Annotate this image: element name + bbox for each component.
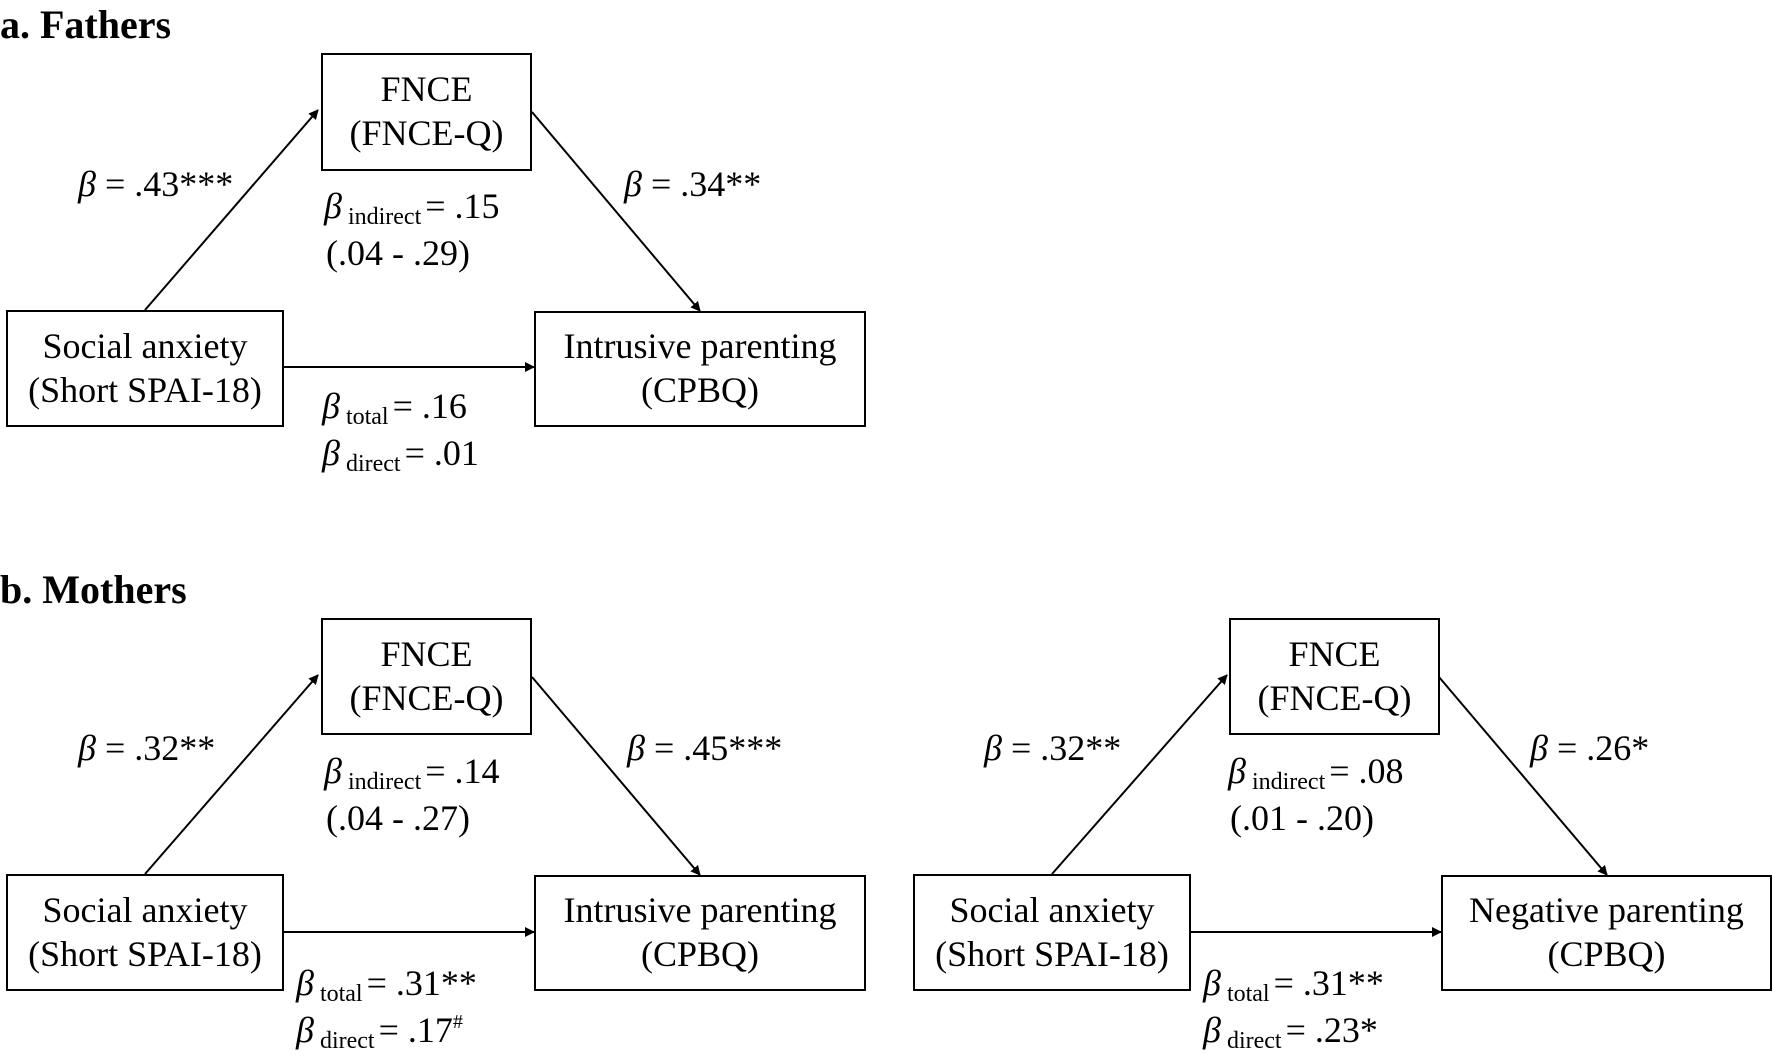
beta-symbol: β — [1530, 728, 1548, 768]
direct-marker: # — [452, 1011, 463, 1033]
arrow-a-predictor-to-mediator — [144, 109, 319, 311]
mediator-measure: (FNCE-Q) — [349, 113, 504, 153]
indirect-value: = .08 — [1329, 751, 1404, 791]
total-subscript: total — [319, 981, 363, 1007]
panel-b-left-outcome-box: Intrusive parenting (CPBQ) — [534, 875, 866, 991]
beta-symbol: β — [324, 751, 342, 791]
beta-symbol: β — [296, 963, 314, 1003]
panel-b-heading: b. Mothers — [0, 567, 187, 612]
total-value: = .16 — [392, 386, 467, 426]
beta-symbol: β — [1203, 963, 1221, 1003]
panel-a-outcome-box: Intrusive parenting (CPBQ) — [534, 311, 866, 427]
panel-b-left-path-b-coefficient: β = .45*** — [627, 730, 782, 766]
beta-symbol: β — [78, 164, 96, 204]
mediator-measure: (FNCE-Q) — [349, 677, 504, 718]
predictor-measure: (Short SPAI-18) — [28, 369, 262, 410]
panel-a-heading: a. Fathers — [0, 2, 172, 47]
arrow-a-mediator-to-outcome — [531, 111, 701, 312]
beta-symbol: β — [78, 728, 96, 768]
mediator-label: FNCE — [1288, 633, 1381, 674]
path-a-value: = .32** — [104, 728, 216, 768]
outcome-measure: (CPBQ) — [1547, 934, 1666, 974]
predictor-measure: (Short SPAI-18) — [935, 933, 1169, 974]
direct-value: = .23* — [1285, 1010, 1378, 1050]
path-a-value: = .43*** — [104, 164, 234, 204]
panel-b-right-mediator-box: FNCE (FNCE-Q) — [1229, 618, 1440, 735]
panel-b-right-indirect-ci: (.01 - .20) — [1230, 798, 1374, 838]
panel-a-path-b-coefficient: β = .34** — [624, 166, 761, 202]
arrow-br-predictor-to-mediator — [1051, 674, 1228, 875]
total-subscript: total — [345, 404, 389, 430]
direct-subscript: direct — [1226, 1028, 1282, 1054]
mediator-measure: (FNCE-Q) — [1257, 677, 1412, 718]
path-a-value: = .32** — [1010, 728, 1122, 768]
panel-b-right-path-a-coefficient: β = .32** — [984, 730, 1121, 766]
panel-b-left-indirect-ci: (.04 - .27) — [326, 798, 470, 838]
outcome-measure: (CPBQ) — [640, 370, 760, 410]
panel-b-left-path-a-coefficient: β = .32** — [78, 730, 215, 766]
panel-a-path-a-coefficient: β = .43*** — [78, 166, 233, 202]
total-value: = .31** — [1273, 963, 1384, 1003]
beta-symbol: β — [322, 386, 340, 426]
beta-symbol: β — [1228, 751, 1246, 791]
path-b-value: = .26* — [1556, 728, 1650, 768]
panel-a-predictor-box: Social anxiety (Short SPAI-18) — [6, 310, 284, 427]
beta-symbol: β — [322, 433, 340, 473]
predictor-label: Social anxiety — [42, 889, 248, 930]
predictor-label: Social anxiety — [42, 325, 248, 366]
mediator-label: FNCE — [380, 69, 473, 110]
total-subscript: total — [1226, 981, 1270, 1007]
mediator-label: FNCE — [380, 633, 473, 674]
outcome-label: Negative parenting — [1469, 890, 1744, 931]
beta-symbol: β — [984, 728, 1002, 768]
predictor-measure: (Short SPAI-18) — [28, 933, 262, 974]
outcome-label: Intrusive parenting — [563, 890, 837, 931]
indirect-subscript: indirect — [347, 204, 422, 230]
panel-a-indirect-ci: (.04 - .29) — [326, 233, 470, 273]
predictor-label: Social anxiety — [949, 889, 1155, 930]
direct-value: = .01 — [404, 433, 479, 473]
panel-b-left-mediator-box: FNCE (FNCE-Q) — [321, 618, 532, 735]
indirect-subscript: indirect — [347, 769, 422, 795]
path-b-value: = .45*** — [653, 728, 783, 768]
total-value: = .31** — [366, 963, 477, 1003]
beta-symbol: β — [296, 1010, 314, 1050]
panel-b-right-path-b-coefficient: β = .26* — [1530, 730, 1649, 766]
direct-value: = .17 — [378, 1010, 453, 1050]
arrow-bl-predictor-to-mediator — [144, 674, 319, 875]
panel-b-right-predictor-box: Social anxiety (Short SPAI-18) — [913, 874, 1191, 991]
outcome-label: Intrusive parenting — [563, 326, 837, 367]
arrow-br-mediator-to-outcome — [1438, 676, 1608, 876]
beta-symbol: β — [324, 186, 342, 226]
indirect-subscript: indirect — [1251, 769, 1326, 795]
panel-a-mediator-box: FNCE (FNCE-Q) — [321, 53, 532, 171]
path-b-value: = .34** — [650, 164, 762, 204]
outcome-measure: (CPBQ) — [640, 934, 760, 974]
panel-b-left-predictor-box: Social anxiety (Short SPAI-18) — [6, 874, 284, 991]
indirect-value: = .15 — [425, 186, 500, 226]
indirect-value: = .14 — [425, 751, 500, 791]
direct-subscript: direct — [345, 451, 401, 477]
beta-symbol: β — [1203, 1010, 1221, 1050]
panel-b-right-outcome-box: Negative parenting (CPBQ) — [1441, 875, 1772, 991]
beta-symbol: β — [624, 164, 642, 204]
direct-subscript: direct — [319, 1028, 375, 1054]
beta-symbol: β — [627, 728, 645, 768]
arrow-bl-mediator-to-outcome — [531, 676, 701, 876]
